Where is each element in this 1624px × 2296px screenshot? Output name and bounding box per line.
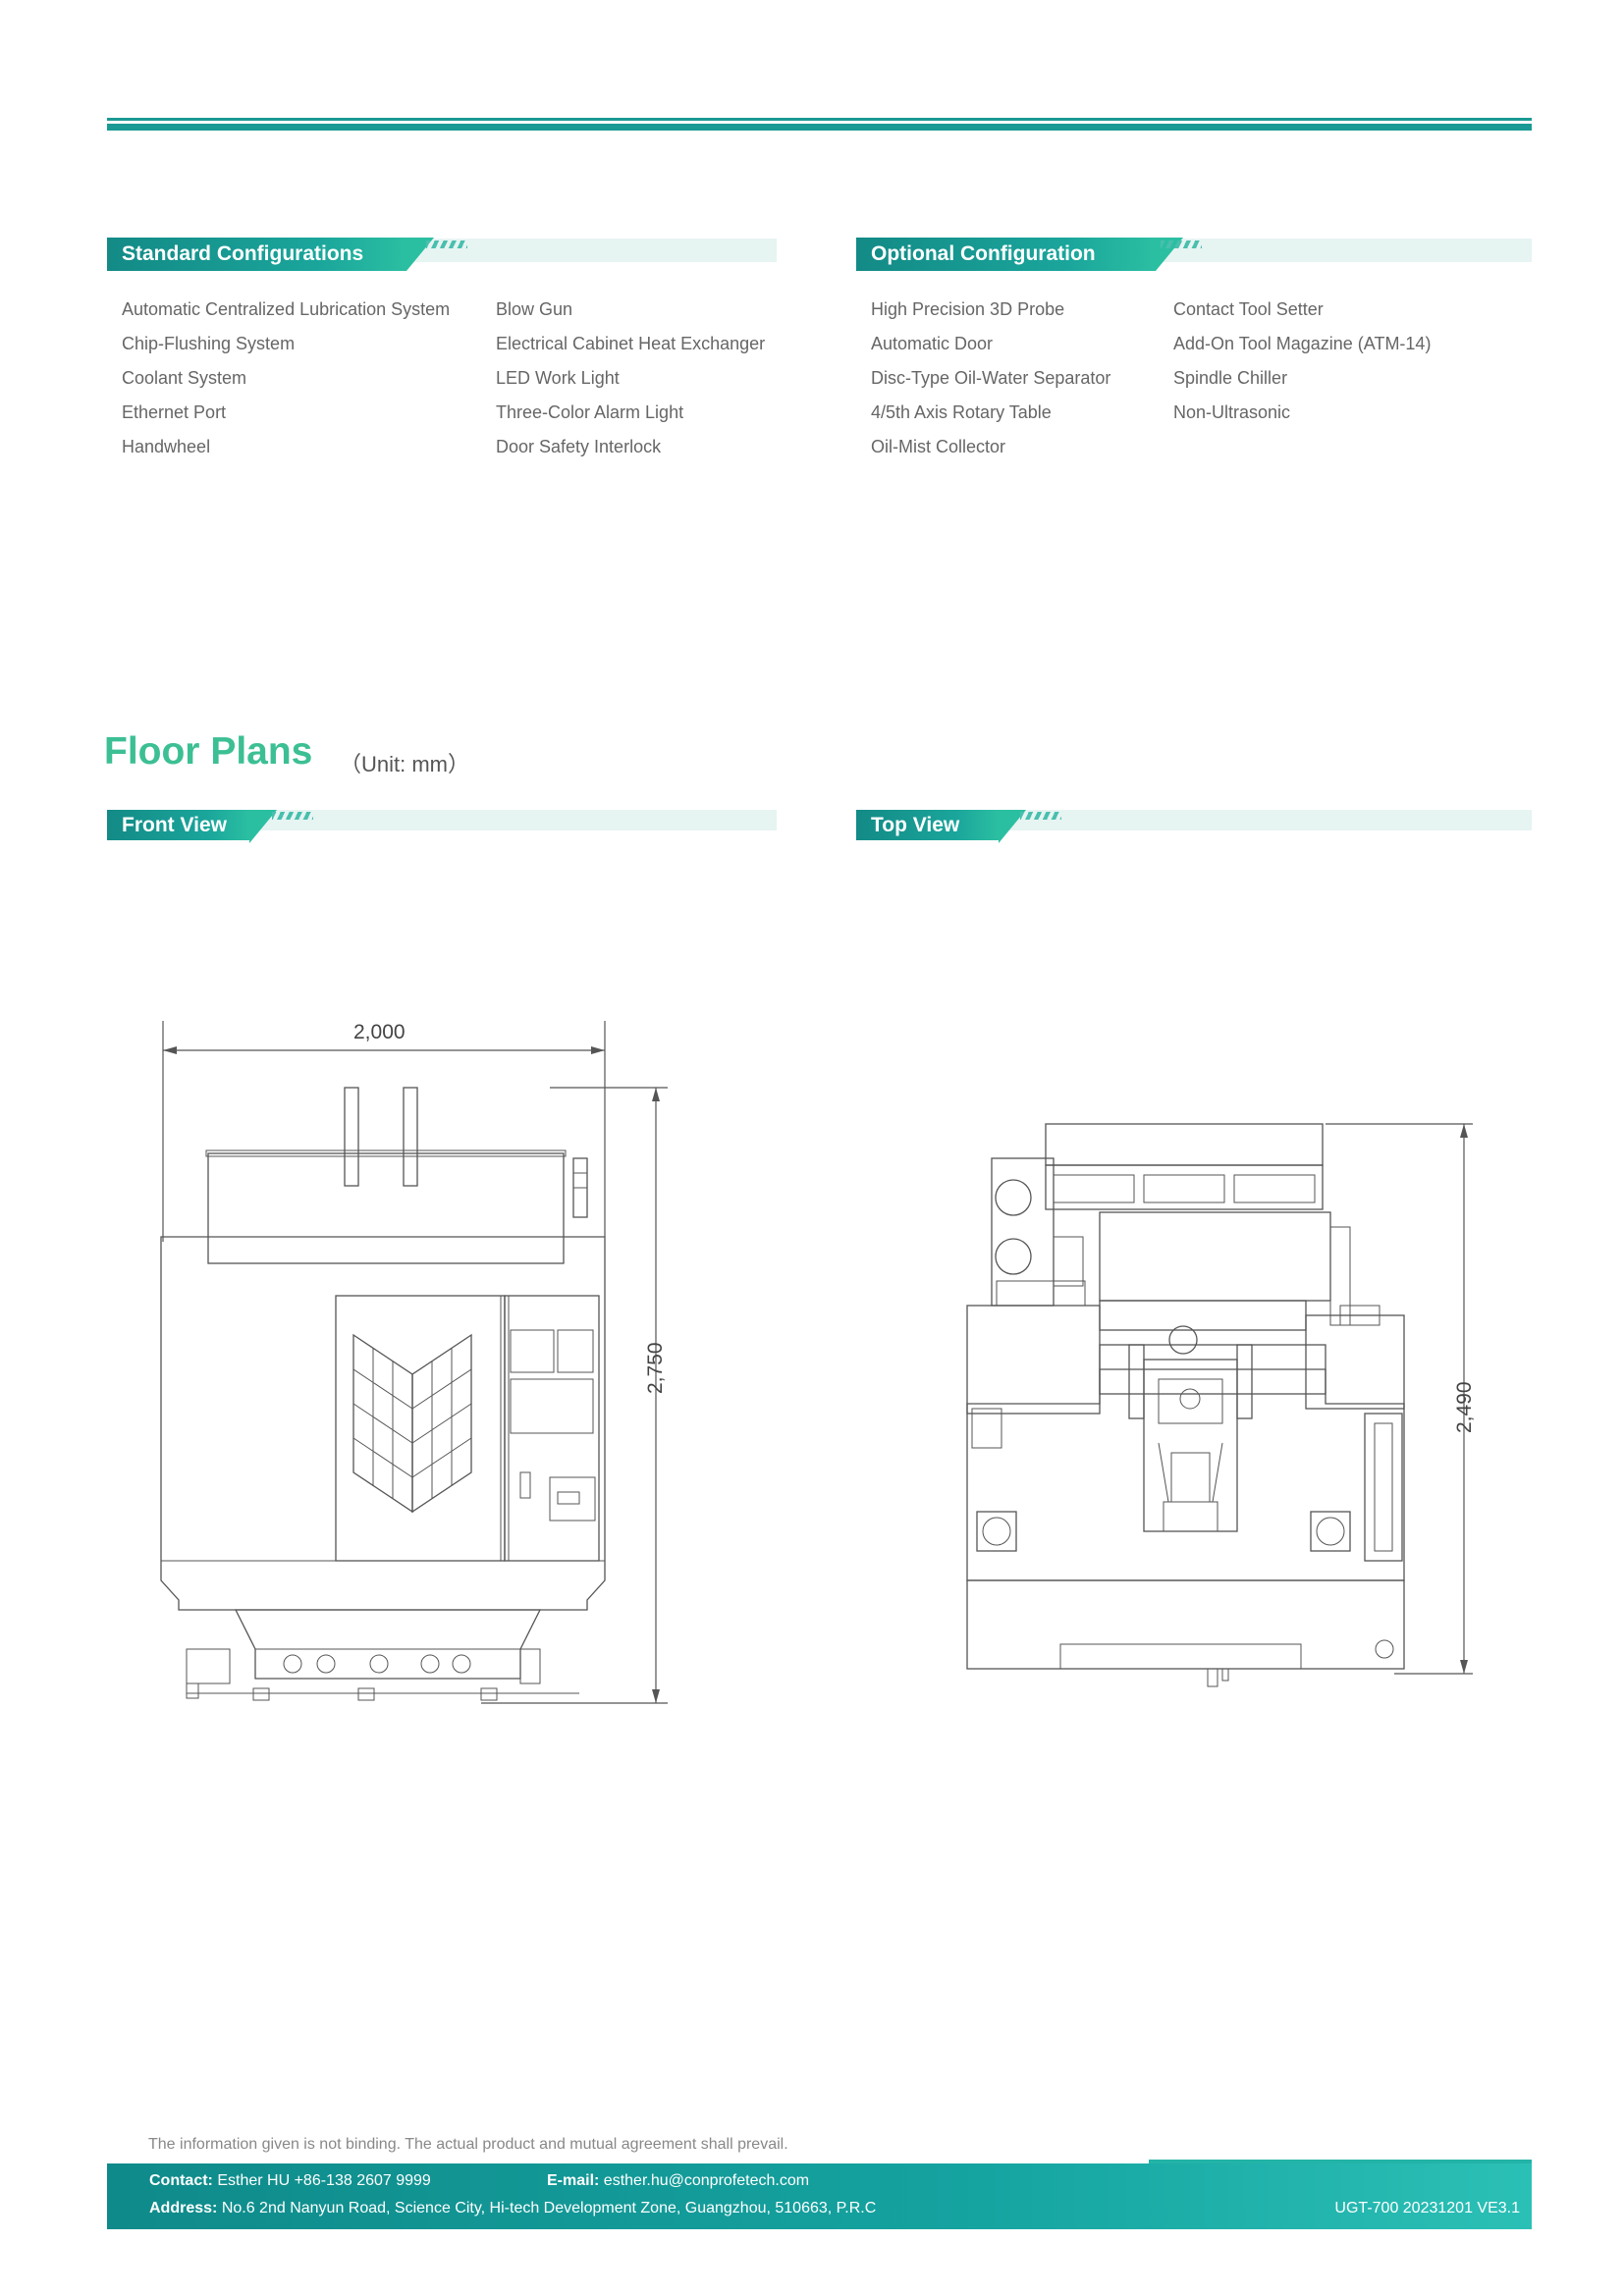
top-view-title: Top View [856, 810, 1026, 843]
decor-slashes [1161, 240, 1202, 248]
spindle-head [1143, 1359, 1238, 1532]
arrowhead [1460, 1660, 1468, 1674]
front-panel [966, 1579, 1405, 1670]
list-item: Chip-Flushing System [122, 334, 296, 353]
top-view-bar: Top View [856, 810, 1532, 843]
vent-pipe [403, 1087, 418, 1187]
contact-label: Contact: [149, 2172, 213, 2189]
housing-cap [205, 1149, 567, 1157]
depth-dimension: 2,490 [1453, 1381, 1476, 1433]
rear-cabinet [1045, 1123, 1324, 1166]
optional-list-col2: Contact Tool Setter Add-On Tool Magazine… [1173, 298, 1431, 423]
upper-housing [207, 1152, 565, 1264]
list-item: Spindle Chiller [1173, 368, 1288, 388]
address-label: Address: [149, 2200, 218, 2216]
email-label: E-mail: [547, 2172, 600, 2189]
optional-config-title: Optional Configuration [856, 238, 1183, 271]
top-view-drawing [966, 1123, 1473, 1687]
doc-code: UGT-700 20231201 VE3.1 [1334, 2200, 1520, 2216]
arrowhead [591, 1046, 605, 1054]
machine-base [234, 1609, 542, 1680]
height-dimension: 2,750 [644, 1342, 667, 1394]
footer-accent [1149, 2160, 1532, 2164]
standard-list-col2: Blow Gun Electrical Cabinet Heat Exchang… [496, 298, 765, 457]
footer-address: Address: No.6 2nd Nanyun Road, Science C… [149, 2200, 876, 2217]
handwheel-box [549, 1476, 596, 1522]
list-item: Disc-Type Oil-Water Separator [871, 368, 1111, 388]
machine-table [966, 1368, 1405, 1581]
list-item: Three-Color Alarm Light [496, 402, 684, 422]
list-item: Contact Tool Setter [1173, 299, 1324, 319]
arrowhead [1460, 1124, 1468, 1138]
list-item: Blow Gun [496, 299, 573, 319]
top-rule [107, 118, 1532, 121]
list-item: High Precision 3D Probe [871, 299, 1065, 319]
coolant-tank [991, 1157, 1055, 1307]
leveling-pad [976, 1511, 1017, 1552]
width-dimension: 2,000 [353, 1021, 406, 1043]
list-item: Automatic Door [871, 334, 994, 353]
floor-plans-title: Floor Plans [104, 730, 313, 773]
door-window [352, 1333, 472, 1514]
front-view-bar: Front View [107, 810, 777, 843]
leveling-pad [1310, 1511, 1351, 1552]
list-item: Automatic Centralized Lubrication System [122, 299, 451, 319]
floor-plans-unit: （Unit: mm） [340, 752, 470, 776]
machine-body [160, 1236, 606, 1611]
footer-email: E-mail: esther.hu@conprofetech.com [547, 2172, 809, 2190]
left-side-unit [966, 1305, 1101, 1415]
footer-bar: Contact: Esther HU +86-138 2607 9999 E-m… [107, 2163, 1532, 2229]
standard-config-bar: Standard Configurations [107, 238, 777, 271]
address-value: No.6 2nd Nanyun Road, Science City, Hi-t… [221, 2200, 877, 2216]
standard-list-col1: Automatic Centralized Lubrication System… [122, 298, 450, 457]
list-item: Handwheel [122, 437, 211, 456]
decor-slashes [426, 240, 467, 248]
control-panel [504, 1295, 600, 1562]
list-item: Coolant System [122, 368, 247, 388]
arrowhead [163, 1046, 177, 1054]
list-item: Door Safety Interlock [496, 437, 662, 456]
front-door [335, 1295, 506, 1562]
arrowhead [652, 1088, 660, 1101]
list-item: 4/5th Axis Rotary Table [871, 402, 1052, 422]
list-item: Ethernet Port [122, 402, 227, 422]
top-rule-thick [107, 124, 1532, 131]
list-item: Oil-Mist Collector [871, 437, 1006, 456]
column-housing [1099, 1211, 1331, 1302]
optional-config-bar: Optional Configuration [856, 238, 1532, 271]
decor-slashes [1020, 812, 1061, 820]
contact-value: Esther HU +86-138 2607 9999 [217, 2172, 431, 2189]
optional-list-col1: High Precision 3D Probe Automatic Door D… [871, 298, 1110, 457]
front-view-drawing [160, 1021, 668, 1704]
arrowhead [652, 1689, 660, 1703]
list-item: Electrical Cabinet Heat Exchanger [496, 334, 766, 353]
decor-slashes [272, 812, 313, 820]
front-view-title: Front View [107, 810, 277, 843]
list-item: Add-On Tool Magazine (ATM-14) [1173, 334, 1432, 353]
email-value[interactable]: esther.hu@conprofetech.com [603, 2172, 810, 2189]
list-item: Non-Ultrasonic [1173, 402, 1291, 422]
footer-contact: Contact: Esther HU +86-138 2607 9999 [149, 2172, 431, 2190]
vent-pipe [344, 1087, 359, 1187]
disclaimer: The information given is not binding. Th… [148, 2136, 788, 2153]
list-item: LED Work Light [496, 368, 620, 388]
standard-config-title: Standard Configurations [107, 238, 434, 271]
right-side-unit [1305, 1314, 1405, 1410]
